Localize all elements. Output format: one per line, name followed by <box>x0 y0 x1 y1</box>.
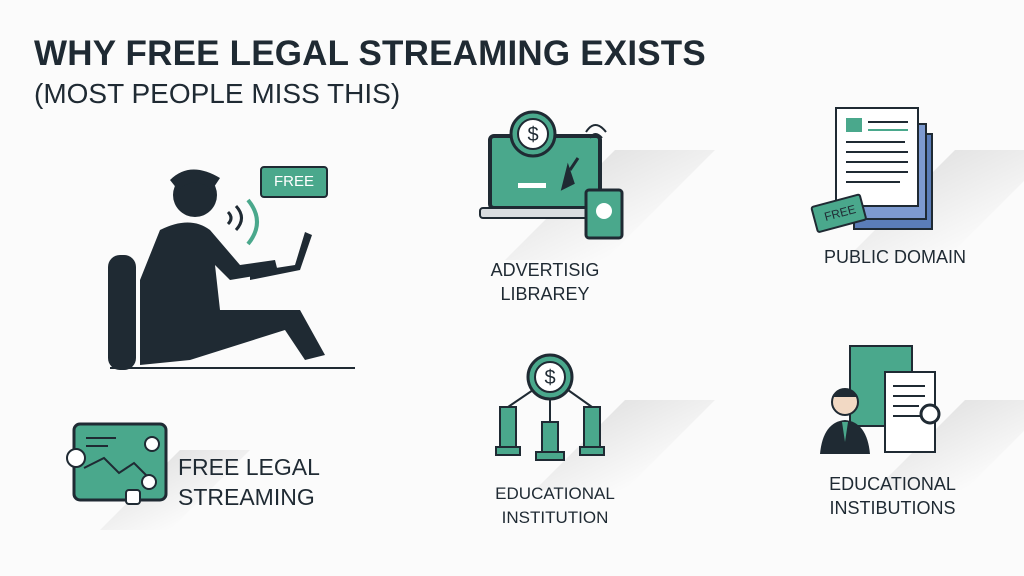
laptop-dollar-icon: $ <box>479 110 624 240</box>
label-line: ADVERTISIG <box>490 260 600 280</box>
item-label-educational-institution: EDUCATIONAL INSTITUTION <box>475 482 635 530</box>
item-label-educational-institutions: EDUCATIONAL INSTIBUTIONS <box>805 472 980 520</box>
free-tag: FREE <box>260 166 328 198</box>
svg-text:$: $ <box>544 367 555 389</box>
dollar-network-icon: $ <box>495 353 605 461</box>
streaming-map-icon <box>66 422 168 505</box>
label-line: LIBRAREY <box>500 284 590 304</box>
label-line: INSTIBUTIONS <box>829 498 956 518</box>
page-title: WHY FREE LEGAL STREAMING EXISTS <box>34 34 706 73</box>
svg-text:$: $ <box>527 124 538 146</box>
label-line: STREAMING <box>178 484 315 510</box>
page-subtitle: (MOST PEOPLE MISS THIS) <box>34 78 401 109</box>
item-label-public-domain: PUBLIC DOMAIN <box>800 245 990 269</box>
person-with-laptop-icon <box>108 169 355 370</box>
label-line: INSTITUTION <box>501 508 609 527</box>
item-label-advertising: ADVERTISIG LIBRAREY <box>470 258 620 306</box>
item-label-free-legal-streaming: FREE LEGAL STREAMING <box>178 452 320 512</box>
documents-free-tag-icon <box>810 107 933 233</box>
label-line: EDUCATIONAL <box>495 484 615 503</box>
label-line: PUBLIC DOMAIN <box>823 247 967 267</box>
label-line: FREE LEGAL <box>178 454 320 480</box>
person-documents-icon <box>820 345 941 454</box>
label-line: EDUCATIONAL <box>829 474 956 494</box>
